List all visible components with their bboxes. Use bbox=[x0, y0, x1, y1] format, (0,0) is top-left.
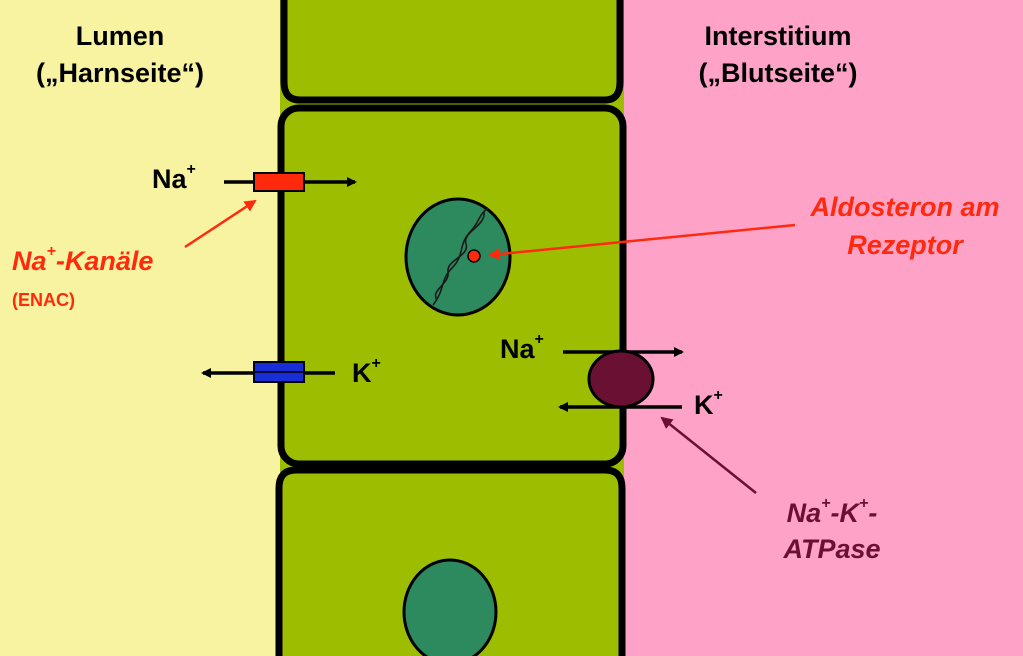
ion-k-interstitium: K+ bbox=[694, 387, 723, 421]
interstitium-background bbox=[624, 0, 1023, 656]
enac-label-na: Na bbox=[12, 246, 47, 276]
interstitium-title: Interstitium bbox=[704, 21, 852, 51]
ion-symbol: Na bbox=[152, 164, 187, 194]
ion-na-interstitium: Na+ bbox=[500, 331, 544, 365]
aldosterone-label-line2: Rezeptor bbox=[847, 230, 963, 260]
ion-symbol: Na bbox=[500, 334, 535, 364]
nucleus-lower bbox=[402, 558, 498, 656]
atpase-label-k: -K bbox=[830, 498, 860, 528]
lumen-background bbox=[0, 0, 280, 656]
na-k-atpase-pump bbox=[587, 349, 655, 409]
atpase-label-line1: Na+-K+- bbox=[742, 490, 922, 531]
enac-pointer-arrow bbox=[184, 199, 257, 249]
enac-label-rest: -Kanäle bbox=[55, 246, 154, 276]
ion-na-lumen: Na+ bbox=[152, 161, 196, 195]
atpase-pointer-arrow bbox=[660, 416, 757, 494]
lumen-title: Lumen bbox=[75, 21, 165, 51]
ion-charge: + bbox=[713, 387, 723, 404]
aldosterone-receptor bbox=[467, 249, 481, 263]
interstitium-title-block: Interstitium („Blutseite“) bbox=[658, 18, 898, 92]
aldosterone-label-line1: Aldosteron am bbox=[810, 192, 1000, 222]
dna-helix-icon bbox=[432, 207, 489, 306]
aldosterone-pointer-arrow bbox=[488, 223, 796, 260]
enac-channel bbox=[253, 172, 305, 192]
atpase-label-charge-k: + bbox=[859, 495, 869, 512]
ion-symbol: K bbox=[694, 390, 714, 420]
enac-label-charge: + bbox=[46, 243, 56, 260]
ion-symbol: K bbox=[352, 358, 372, 388]
atpase-label-line2: ATPase bbox=[783, 534, 881, 564]
ion-charge: + bbox=[534, 331, 544, 348]
enac-sublabel: (ENAC) bbox=[12, 290, 75, 310]
lumen-title-block: Lumen („Harnseite“) bbox=[10, 18, 230, 92]
ion-k-lumen: K+ bbox=[352, 355, 381, 389]
atpase-label: Na+-K+- ATPase bbox=[742, 490, 922, 567]
ion-charge: + bbox=[371, 355, 381, 372]
ion-charge: + bbox=[186, 161, 196, 178]
atpase-label-charge-na: + bbox=[821, 495, 831, 512]
lumen-subtitle: („Harnseite“) bbox=[35, 58, 205, 88]
enac-label: Na+-Kanäle bbox=[12, 243, 154, 277]
interstitium-subtitle: („Blutseite“) bbox=[698, 58, 858, 88]
aldosterone-label: Aldosteron am Rezeptor bbox=[790, 188, 1020, 264]
atpase-label-dash: - bbox=[868, 498, 878, 528]
atpase-label-na: Na bbox=[786, 498, 822, 528]
upper-cell-outline bbox=[280, 0, 624, 104]
